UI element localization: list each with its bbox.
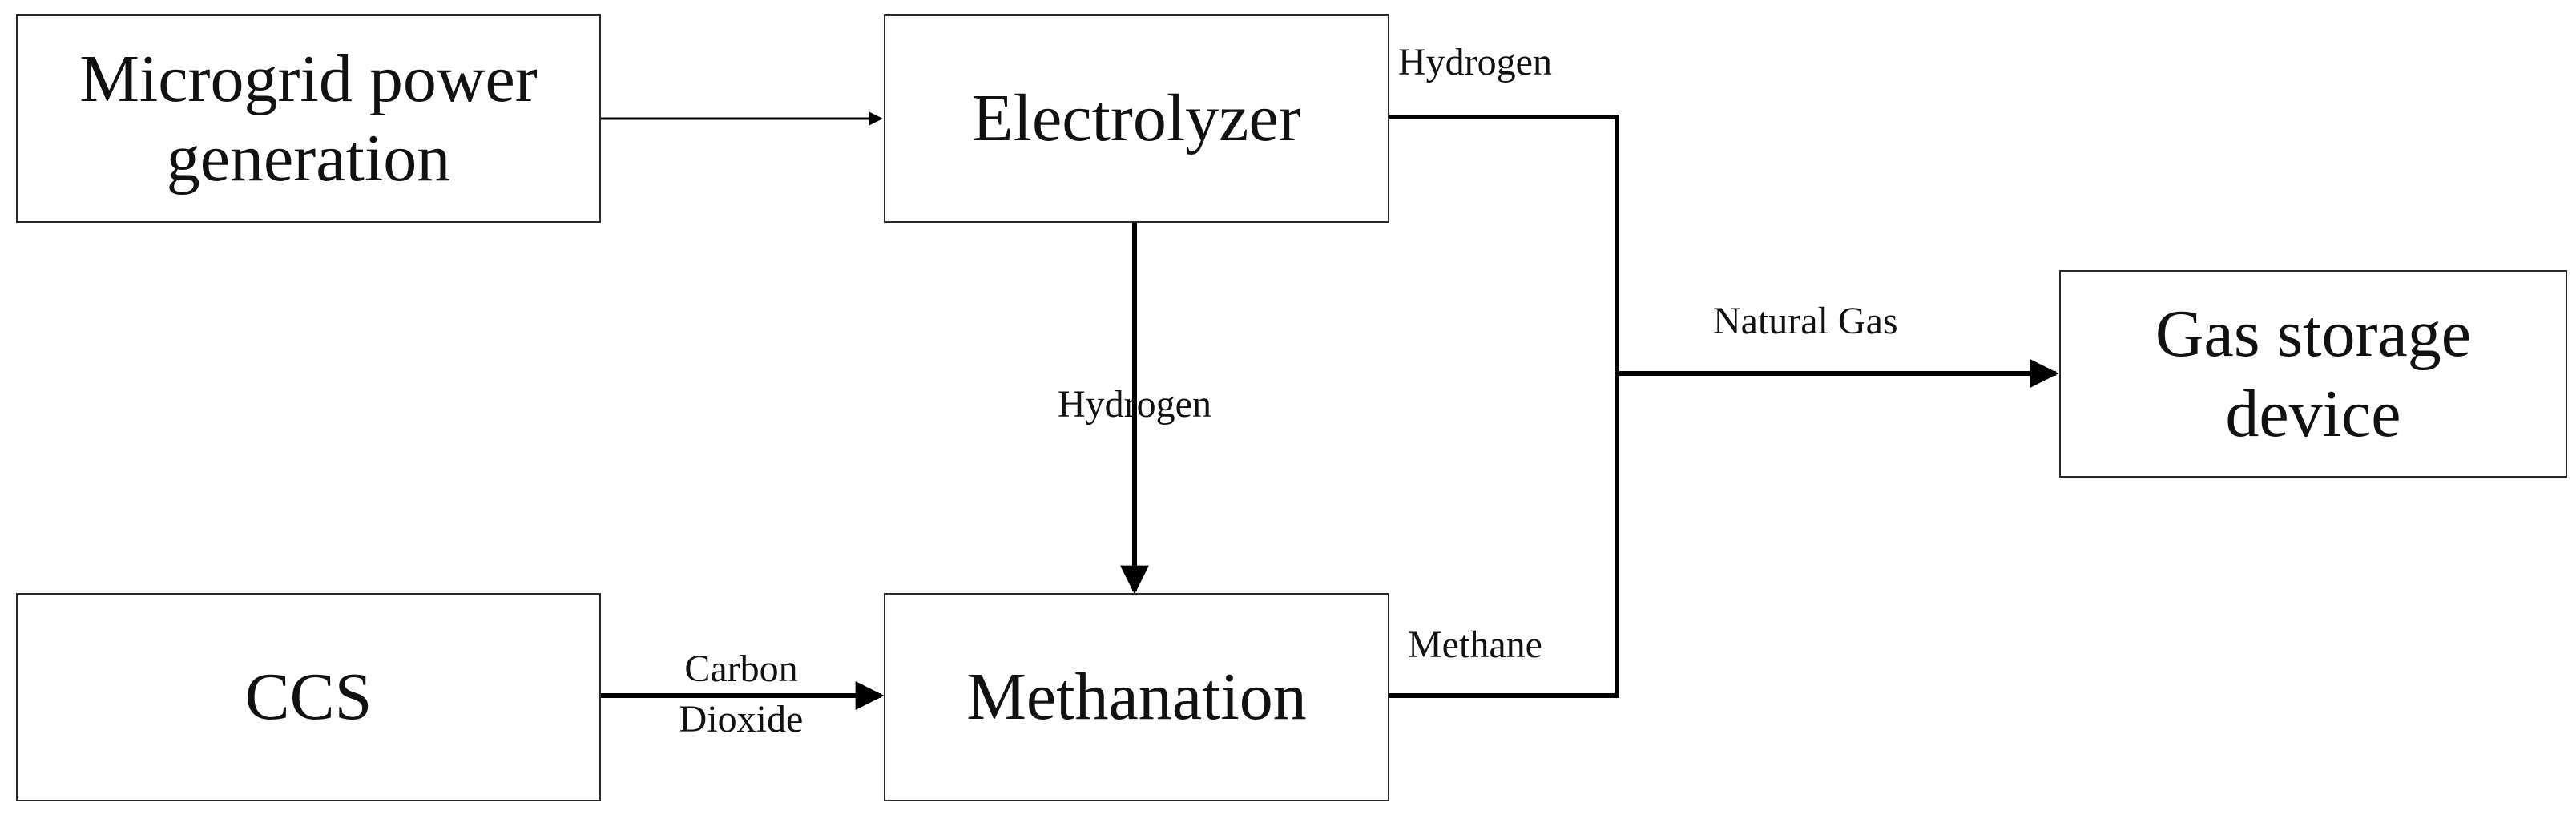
label-hydrogen-output: Hydrogen [1398,41,1552,83]
electrolyzer-box: Electrolyzer [884,14,1389,223]
gas-storage-device-box: Gas storage device [2059,270,2567,478]
line-hydrogen-output [1389,115,1619,698]
ccs-box: CCS [16,593,601,801]
label-hydrogen-to-methanation: Hydrogen [1058,383,1211,426]
methanation-box: Methanation [884,593,1389,801]
label-natural-gas: Natural Gas [1713,300,1898,342]
microgrid-power-generation-box: Microgrid power generation [16,14,601,223]
label-carbon-dioxide: Carbon Dioxide [679,648,804,741]
label-methane: Methane [1408,623,1542,666]
